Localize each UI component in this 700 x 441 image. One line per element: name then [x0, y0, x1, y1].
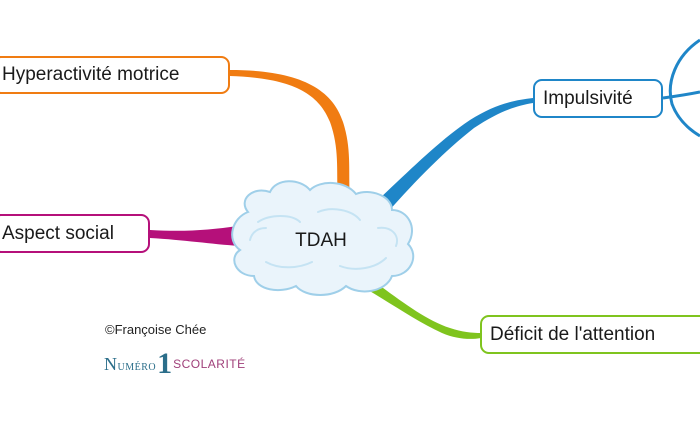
- node-label: Aspect social: [2, 222, 114, 244]
- node-label: Impulsivité: [543, 87, 633, 109]
- node-label: Hyperactivité motrice: [2, 64, 180, 85]
- connector-offscreen: [662, 90, 700, 100]
- connector-offscreen-arc: [668, 38, 700, 138]
- logo-word-numero: Numéro: [104, 353, 157, 374]
- connector-aspect-social: [150, 226, 240, 246]
- copyright-text: ©Françoise Chée: [105, 322, 207, 337]
- logo-number: 1: [157, 347, 173, 380]
- node-hyperactivite-motrice[interactable]: Hyperactivité motrice: [0, 56, 230, 94]
- connector-hyperactivite: [230, 70, 350, 200]
- central-cloud: [231, 180, 415, 296]
- numero1-scolarite-logo: Numéro 1 SCOLARITÉ: [104, 349, 246, 379]
- center-node-label: TDAH: [295, 230, 347, 251]
- connector-impulsivite: [378, 98, 533, 212]
- node-deficit-attention[interactable]: Déficit de l'attention: [480, 315, 700, 354]
- logo-word-scolarite: SCOLARITÉ: [173, 357, 246, 371]
- node-impulsivite[interactable]: Impulsivité: [533, 79, 663, 118]
- node-aspect-social[interactable]: Aspect social: [0, 214, 150, 253]
- connector-deficit: [368, 280, 481, 339]
- node-label: Déficit de l'attention: [490, 323, 656, 345]
